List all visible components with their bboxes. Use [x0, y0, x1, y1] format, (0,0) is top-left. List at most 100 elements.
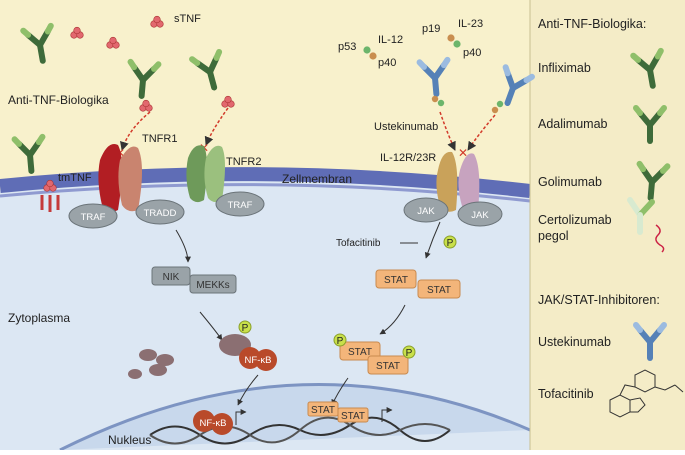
- p19-label: p19: [422, 23, 440, 35]
- transcription-arrow-1: [235, 409, 247, 425]
- stat-label-6: STAT: [341, 411, 365, 422]
- tofacitinib-label: Tofacitinib: [336, 238, 381, 249]
- jak-left: [403, 197, 449, 223]
- inhibition-arrow-4: [467, 114, 496, 151]
- nfkb-cyto-2: [255, 349, 277, 371]
- ikb-fragment-2: [156, 354, 174, 366]
- stat-label-1: STAT: [384, 275, 408, 286]
- ikb-fragment-4: [128, 369, 142, 379]
- bound-subunit-2: [437, 99, 445, 107]
- traf-right-label: TRAF: [228, 200, 253, 211]
- tofacitinib-structure-icon: [609, 369, 684, 418]
- stat-box-3: [339, 341, 381, 361]
- p53-subunit: [363, 46, 371, 54]
- tmtnf-anchor: [40, 195, 60, 212]
- jak-to-stat-arrow: [424, 221, 441, 259]
- stat-box-4: [367, 355, 409, 375]
- stat-box-2: [417, 279, 461, 299]
- nfkb-cyto: [239, 347, 261, 369]
- tradd-to-nik-arrow: [175, 229, 191, 263]
- nik-label: NIK: [163, 272, 180, 283]
- bound-subunit-1: [431, 95, 439, 103]
- phospho-stat-2: [402, 345, 416, 359]
- nukleus-label: Nukleus: [108, 433, 151, 447]
- tradd-label: TRADD: [144, 208, 177, 219]
- ikb-fragment-3: [149, 364, 167, 376]
- dna-strand-2: [149, 416, 451, 445]
- inhibition-cross-3: ✕: [458, 146, 468, 160]
- ustekinumab-legend-label: Ustekinumab: [538, 335, 611, 349]
- phospho-jak-label: P: [447, 238, 454, 249]
- tnfr2-receptor-left: [186, 145, 207, 203]
- stat-box-1: [375, 269, 417, 289]
- tnfr2-label: TNFR2: [226, 156, 261, 168]
- jakstat-title: JAK/STAT-Inhibitoren:: [538, 293, 660, 307]
- traf-adapter-right: [215, 191, 265, 217]
- phospho-ikb: [238, 320, 252, 334]
- phospho-jak: [443, 235, 457, 249]
- mekks-to-ikb-arrow: [199, 311, 223, 341]
- il12r-23r-label: IL-12R/23R: [380, 152, 436, 164]
- nfkb-translocation-arrow: [237, 374, 259, 406]
- stat-label-3: STAT: [348, 347, 372, 358]
- certolizumab-label-2: pegol: [538, 229, 569, 243]
- il12r-receptor-right: [458, 153, 480, 212]
- traf-left-label: TRAF: [81, 212, 106, 223]
- tofacitinib-legend-label: Tofacitinib: [538, 387, 594, 401]
- jak-left-label: JAK: [417, 206, 435, 217]
- tnfr2-receptor-right: [204, 145, 225, 203]
- tmtnf-label: tmTNF: [58, 172, 92, 184]
- zytoplasma-label: Zytoplasma: [8, 311, 70, 325]
- phospho-stat-1: [333, 333, 347, 347]
- stat-label-4: STAT: [376, 361, 400, 372]
- p40-left-label: p40: [378, 57, 396, 69]
- bound-subunit-4: [491, 106, 499, 114]
- jak-right-label: JAK: [471, 210, 489, 221]
- transcription-arrow-2: [381, 407, 393, 422]
- adalimumab-label: Adalimumab: [538, 117, 608, 131]
- ikb-fragment-1: [139, 349, 157, 361]
- certolizumab-icon: [627, 197, 665, 253]
- zellmembran-label: Zellmembran: [282, 172, 352, 186]
- inhibition-arrow-3: [439, 111, 456, 151]
- ustekinumab-label: Ustekinumab: [374, 121, 438, 133]
- nfkb-nuclear-label: NF-κB: [200, 418, 227, 429]
- nucleus-region: [59, 383, 531, 452]
- stnf-label: sTNF: [174, 13, 201, 25]
- traf-adapter-left: [68, 203, 118, 229]
- bound-subunit-3: [496, 100, 504, 108]
- cytoplasm-region: [0, 178, 530, 451]
- il12-label: IL-12: [378, 34, 403, 46]
- infliximab-label: Infliximab: [538, 61, 591, 75]
- il23-label: IL-23: [458, 18, 483, 30]
- p53-label: p53: [338, 41, 356, 53]
- tradd-adapter: [135, 199, 185, 225]
- stat-box-6: [337, 407, 369, 423]
- certolizumab-label-1: Certolizumab: [538, 213, 612, 227]
- tnfr1-label: TNFR1: [142, 133, 177, 145]
- mekks-box: [189, 274, 237, 294]
- phospho-ikb-label: P: [242, 323, 249, 334]
- nfkb-nuclear-1: [193, 410, 215, 432]
- nfkb-cyto-label: NF-κB: [245, 355, 272, 366]
- golimumab-label: Golimumab: [538, 175, 602, 189]
- tnfr1-receptor-left: [98, 144, 122, 212]
- phospho-stat-2-label: P: [406, 348, 413, 359]
- p19-subunit: [447, 34, 455, 42]
- mekks-label: MEKKs: [196, 280, 229, 291]
- tnfr1-receptor-right: [118, 146, 142, 212]
- anti-tnf-biologika-label: Anti-TNF-Biologika: [8, 93, 109, 107]
- p40-right-label: p40: [463, 47, 481, 59]
- p40-subunit-left: [369, 52, 377, 60]
- inhibition-arrow-1: [120, 111, 151, 151]
- il12r-receptor-left: [436, 151, 458, 212]
- legend-panel: [530, 0, 685, 450]
- stat-label-2: STAT: [427, 285, 451, 296]
- jak-right: [457, 201, 503, 227]
- nfkb-nuclear-2: [211, 413, 233, 435]
- stat-label-5: STAT: [311, 405, 335, 416]
- inhibition-arrow-2: [204, 107, 229, 146]
- legend-title: Anti-TNF-Biologika:: [538, 17, 646, 31]
